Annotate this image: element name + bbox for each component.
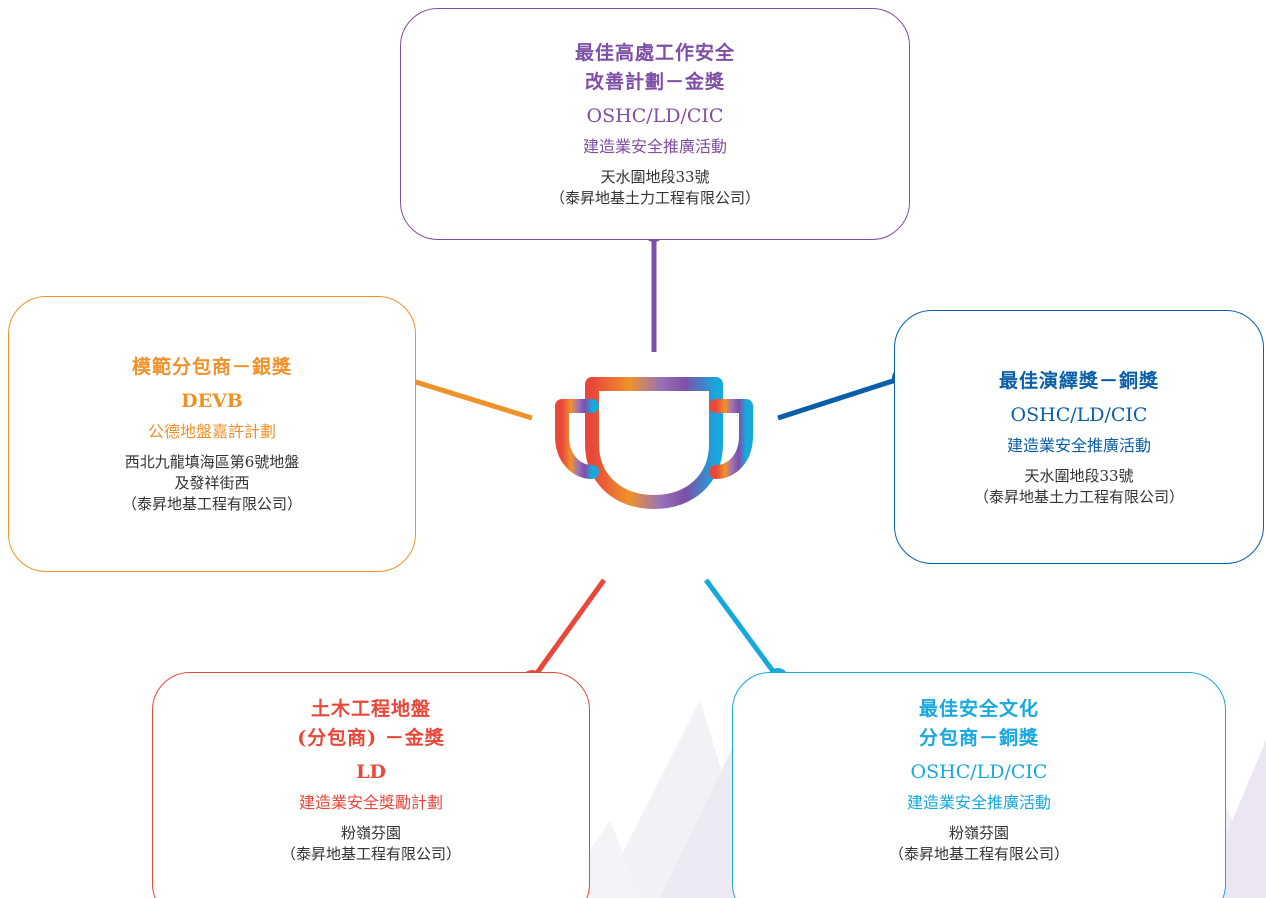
award-company: （泰昇地基土力工程有限公司） <box>549 189 760 207</box>
award-title: 最佳高處工作安全 改善計劃－金獎 <box>575 39 735 97</box>
award-campaign: 建造業安全推廣活動 <box>582 137 727 156</box>
award-organizer: OSHC/LD/CIC <box>586 105 724 127</box>
award-title-line: (分包商) －金獎 <box>297 727 445 749</box>
award-card-bottom-right: 最佳安全文化 分包商－銅獎 OSHC/LD/CIC 建造業安全推廣活動 粉嶺芬園… <box>732 672 1226 898</box>
award-organizer: OSHC/LD/CIC <box>1010 403 1148 426</box>
award-title-line: 最佳演繹獎－銅獎 <box>998 369 1159 392</box>
award-title-line: 模範分包商－銀獎 <box>131 356 292 378</box>
award-site: 粉嶺芬園 <box>340 824 401 842</box>
award-site-line: 西北九龍填海區第6號地盤 <box>124 453 300 471</box>
award-card-left: 模範分包商－銀獎 DEVB 公德地盤嘉許計劃 西北九龍填海區第6號地盤 及發祥街… <box>8 296 416 572</box>
award-card-right: 最佳演繹獎－銅獎 OSHC/LD/CIC 建造業安全推廣活動 天水圍地段33號 … <box>894 310 1264 564</box>
award-site: 天水圍地段33號 <box>1024 466 1134 485</box>
award-organizer: DEVB <box>181 390 243 412</box>
award-title-line: 最佳高處工作安全 <box>574 42 735 64</box>
connector-right <box>777 368 912 421</box>
award-title-line: 土木工程地盤 <box>310 698 431 720</box>
award-organizer: OSHC/LD/CIC <box>910 761 1048 783</box>
award-card-bottom-left: 土木工程地盤 (分包商) －金獎 LD 建造業安全獎勵計劃 粉嶺芬園 （泰昇地基… <box>152 672 590 898</box>
award-site: 天水圍地段33號 <box>600 168 710 186</box>
award-company: （泰昇地基工程有限公司） <box>280 845 461 863</box>
award-campaign: 建造業安全獎勵計劃 <box>298 793 443 812</box>
award-title: 土木工程地盤 (分包商) －金獎 <box>297 695 445 753</box>
award-site-line: 及發祥街西 <box>174 474 250 492</box>
trophy-icon <box>555 377 753 553</box>
connector-left <box>396 369 533 421</box>
award-card-top: 最佳高處工作安全 改善計劃－金獎 OSHC/LD/CIC 建造業安全推廣活動 天… <box>400 8 910 240</box>
award-title-line: 分包商－銅獎 <box>918 727 1039 749</box>
award-site: 西北九龍填海區第6號地盤 及發祥街西 <box>125 452 300 494</box>
award-title: 模範分包商－銀獎 <box>132 353 292 382</box>
award-company: （泰昇地基工程有限公司） <box>888 845 1069 863</box>
award-title-line: 最佳安全文化 <box>918 698 1039 720</box>
connector-top <box>644 222 664 352</box>
award-site: 粉嶺芬園 <box>948 824 1009 842</box>
award-company: （泰昇地基工程有限公司） <box>121 495 302 513</box>
award-company: （泰昇地基土力工程有限公司） <box>973 487 1184 506</box>
award-campaign: 公德地盤嘉許計劃 <box>147 422 276 441</box>
award-organizer: LD <box>356 761 386 783</box>
award-campaign: 建造業安全推廣活動 <box>906 793 1051 812</box>
award-title: 最佳演繹獎－銅獎 <box>999 367 1159 396</box>
award-campaign: 建造業安全推廣活動 <box>1006 435 1151 455</box>
award-title-line: 改善計劃－金獎 <box>584 71 725 93</box>
award-title: 最佳安全文化 分包商－銅獎 <box>919 695 1039 753</box>
